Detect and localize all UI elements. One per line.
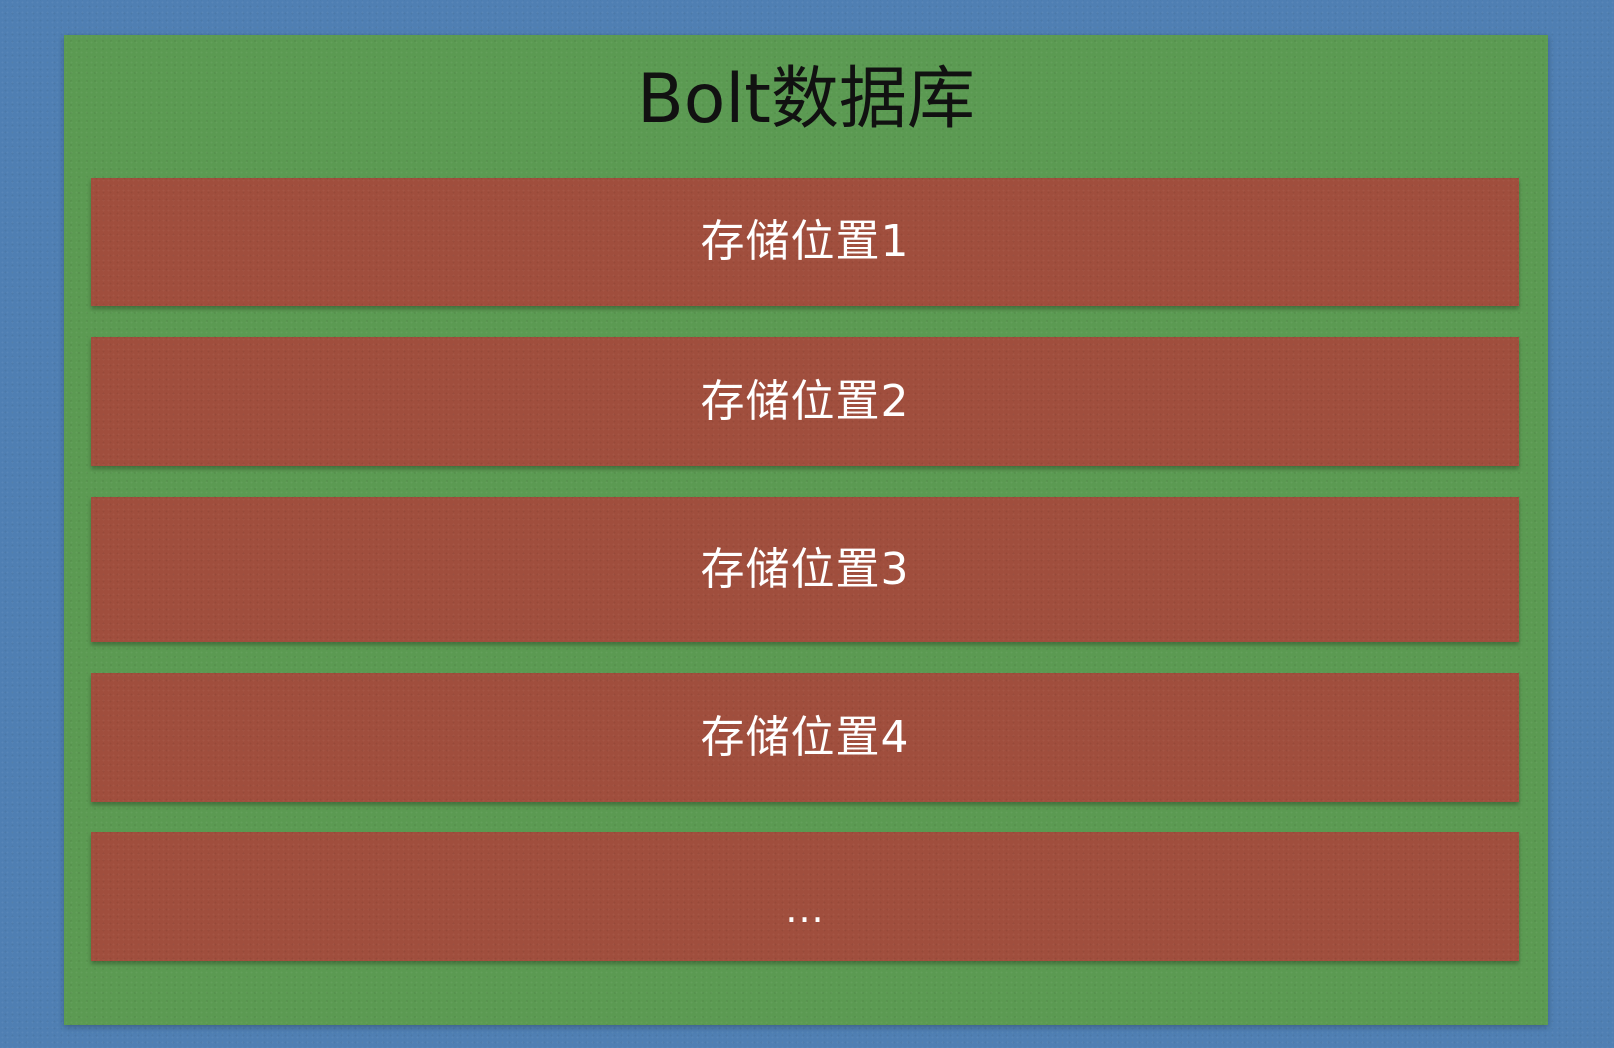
storage-slot-2: 存储位置2 [91,337,1519,466]
database-title: Bolt数据库 [637,60,975,139]
bolt-database-box: Bolt数据库 存储位置1 存储位置2 存储位置3 存储位置4 ... [64,35,1548,1025]
storage-slot-label: 存储位置2 [700,375,910,427]
storage-slot-label: 存储位置1 [700,216,910,267]
storage-slot-ellipsis: ... [91,832,1519,961]
storage-slot-label: 存储位置4 [700,711,910,763]
storage-slot-1: 存储位置1 [91,178,1519,306]
storage-slot-label: ... [785,886,825,931]
storage-slot-label: 存储位置3 [700,543,910,595]
storage-slot-4: 存储位置4 [91,673,1519,802]
storage-slot-3: 存储位置3 [91,497,1519,642]
